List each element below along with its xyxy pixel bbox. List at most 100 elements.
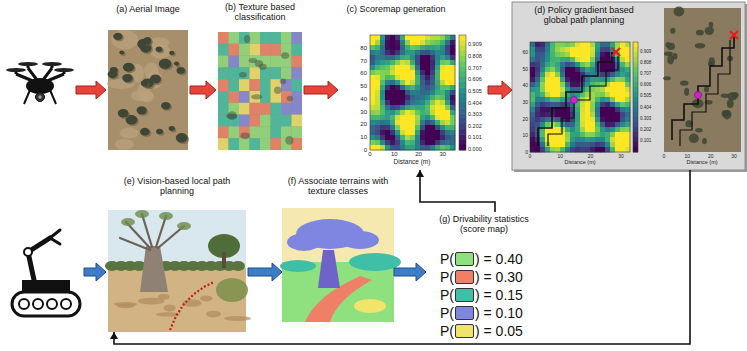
class-cell [250,79,261,91]
heatmap-cell [425,130,430,135]
tree-leaves [177,222,191,230]
heatmap-cell [565,47,570,52]
heatmap-cell [560,47,565,52]
ground-patch [224,316,251,321]
heatmap-cell [430,45,435,50]
drone-rotor [54,68,74,72]
heatmap-cell [600,77,605,82]
heatmap-cell [400,130,405,135]
colorbar-step [459,61,466,67]
heatmap-cell [615,82,620,87]
heatmap-cell [610,72,615,77]
heatmap-cell [385,70,390,75]
heatmap-cell [615,87,620,92]
sand-patch [150,45,171,59]
colorbar-step [633,117,638,122]
heatmap-cell [430,125,435,130]
sky [108,210,246,270]
heatmap-cell [430,120,435,125]
probability-row: P() = 0.40 [440,250,523,268]
heatmap-cell [435,115,440,120]
heatmap-cell [560,137,565,142]
heatmap-cell [370,35,375,40]
heatmap-cell [405,45,410,50]
class-cell [239,32,250,44]
heatmap-cell [585,52,590,57]
heatmap-cell [400,35,405,40]
heatmap-cell [375,80,380,85]
heatmap-cell [590,77,595,82]
colorbar-step [459,98,466,104]
heatmap-cell [425,75,430,80]
heatmap-cell [540,122,545,127]
heatmap-cell [575,117,580,122]
heatmap-cell [375,90,380,95]
panel-title: (c) Scoremap generation [346,4,446,14]
heatmap-cell [430,55,435,60]
panel-title: (e) Vision-based local path planning [106,176,248,197]
heatmap-cell [395,100,400,105]
heatmap-cell [590,67,595,72]
heatmap-cell [430,145,435,150]
heatmap-cell [405,115,410,120]
heatmap-cell [600,107,605,112]
heatmap-cell [445,100,450,105]
heatmap-cell [610,132,615,137]
shrub [176,133,188,143]
heatmap-cell [425,120,430,125]
heatmap-cell [415,75,420,80]
heatmap-cell [545,72,550,77]
heatmap-cell [395,135,400,140]
heatmap-cell [535,92,540,97]
heatmap-cell [530,102,535,107]
heatmap-cell [535,42,540,47]
class-cell [250,67,261,79]
drone-rotor [18,62,38,66]
heatmap-cell [450,130,455,135]
sand-patch [131,90,154,101]
heatmap-cell [390,140,395,145]
heatmap-cell [560,62,565,67]
feedback-line [114,170,690,344]
heatmap-cell [390,65,395,70]
heatmap-cell [560,127,565,132]
heatmap-cell [410,135,415,140]
heatmap-cell [600,92,605,97]
heatmap-cell [555,112,560,117]
class-cell [239,138,250,150]
probability-label: P( [440,286,454,304]
heatmap-cell [380,90,385,95]
heatmap-cell [625,147,630,152]
heatmap-cell [385,145,390,150]
shrub [159,59,172,69]
heatmap-cell [595,107,600,112]
heatmap-cell [625,112,630,117]
heatmap-cell [370,120,375,125]
panel: (f) Associate terrains with texture clas… [282,174,394,322]
heatmap-cell [620,102,625,107]
heatmap-cell [440,110,445,115]
class-cell [292,56,303,68]
colorbar-step [459,93,466,99]
heatmap-cell [430,40,435,45]
heatmap-cell [375,95,380,100]
heatmap-cell [600,42,605,47]
heatmap-cell [595,147,600,152]
class-cell [292,44,303,56]
heatmap-cell [590,42,595,47]
heatmap-cell [625,77,630,82]
heatmap-cell [415,65,420,70]
heatmap-cell [620,122,625,127]
panel-title: (b) Texture based classification [216,2,304,23]
robot-track [12,292,80,316]
heatmap-cell [610,97,615,102]
heatmap-cell [550,72,555,77]
heatmap-cell [530,47,535,52]
heatmap-cell [450,120,455,125]
heatmap-cell [605,62,610,67]
heatmap-cell [530,82,535,87]
heatmap-cell [400,100,405,105]
heatmap-cell [420,65,425,70]
heatmap-cell [625,62,630,67]
